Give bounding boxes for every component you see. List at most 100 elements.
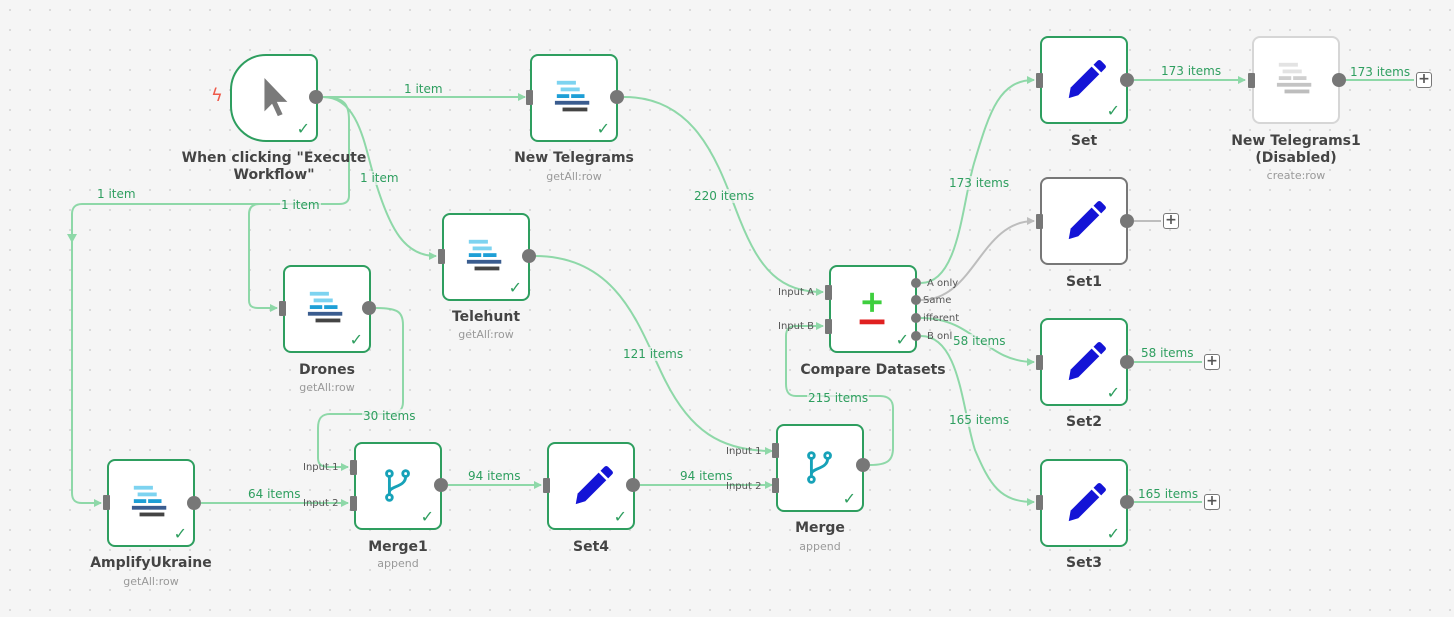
set4-output-port[interactable] <box>626 478 640 492</box>
set-input-port[interactable] <box>1036 73 1043 88</box>
port-label-merge1-input1: Input 1 <box>303 462 339 473</box>
new-telegrams1-add-node-button[interactable]: + <box>1416 72 1432 88</box>
new-telegrams-input-port[interactable] <box>526 90 533 105</box>
node-title-trigger: When clicking "Execute Workflow" <box>181 150 367 183</box>
checkmark-icon: ✓ <box>596 119 610 138</box>
merge-output-port[interactable] <box>856 458 870 472</box>
merge-icon <box>385 469 410 502</box>
set4-input-port[interactable] <box>543 478 550 493</box>
trigger-output-port[interactable] <box>309 90 323 104</box>
port-label-compare-b-only: B onl <box>927 331 953 342</box>
compare-output-different-port[interactable] <box>911 313 921 323</box>
node-drones[interactable]: ✓ <box>283 265 371 353</box>
set1-add-node-button[interactable]: + <box>1163 213 1179 229</box>
node-subtitle-new-telegrams: getAll:row <box>546 170 602 183</box>
amplify-output-port[interactable] <box>187 496 201 510</box>
set3-input-port[interactable] <box>1036 495 1043 510</box>
set3-add-node-button[interactable]: + <box>1204 494 1220 510</box>
edge-trigger-drones <box>248 203 278 312</box>
amplify-input-port[interactable] <box>103 495 110 510</box>
pencil-icon <box>1068 482 1106 522</box>
set2-add-node-button[interactable]: + <box>1204 354 1220 370</box>
node-title-merge1: Merge1 <box>368 539 428 555</box>
port-label-compare-different: ifferent <box>923 313 960 324</box>
node-title-amplify-ukraine: AmplifyUkraine <box>90 555 212 571</box>
port-label-merge-input1: Input 1 <box>726 446 762 457</box>
pencil-icon <box>1068 200 1106 240</box>
set1-input-port[interactable] <box>1036 214 1043 229</box>
drones-output-port[interactable] <box>362 301 376 315</box>
node-telehunt[interactable]: ✓ <box>442 213 530 301</box>
merge-icon <box>807 451 832 484</box>
new-telegrams-output-port[interactable] <box>610 90 624 104</box>
table-icon <box>1276 62 1312 94</box>
node-subtitle-merge1: append <box>377 557 419 570</box>
merge1-input2-port[interactable] <box>350 496 357 511</box>
set2-input-port[interactable] <box>1036 355 1043 370</box>
set3-output-port[interactable] <box>1120 495 1134 509</box>
table-icon <box>466 239 502 271</box>
compare-icon <box>859 292 885 325</box>
node-title-set3: Set3 <box>1065 555 1102 571</box>
merge-input2-port[interactable] <box>772 478 779 493</box>
node-set2[interactable]: ✓ <box>1040 318 1128 406</box>
edge-label-set3-out: 165 items <box>1137 487 1200 501</box>
merge1-output-port[interactable] <box>434 478 448 492</box>
compare-output-a-only-port[interactable] <box>911 278 921 288</box>
set2-output-port[interactable] <box>1120 355 1134 369</box>
edge-compare-set1 <box>920 217 1035 301</box>
node-trigger[interactable]: ✓ <box>230 54 318 142</box>
node-set[interactable]: ✓ <box>1040 36 1128 124</box>
node-set4[interactable]: ✓ <box>547 442 635 530</box>
compare-output-same-port[interactable] <box>911 295 921 305</box>
node-compare-datasets[interactable]: ✓ <box>829 265 917 353</box>
node-subtitle-merge: append <box>799 540 841 553</box>
edge-label-compare-set2: 58 items <box>952 334 1007 348</box>
compare-output-b-only-port[interactable] <box>911 331 921 341</box>
amplify-entry-arrowhead <box>67 234 77 243</box>
port-label-merge-input2: Input 2 <box>726 481 762 492</box>
drones-input-port[interactable] <box>279 301 286 316</box>
node-set1[interactable] <box>1040 177 1128 265</box>
edge-merge-compare <box>785 322 894 466</box>
node-title-telehunt: Telehunt <box>451 309 521 325</box>
telehunt-input-port[interactable] <box>438 249 445 264</box>
checkmark-icon: ✓ <box>173 524 187 543</box>
edge-label-set4-merge: 94 items <box>679 469 734 483</box>
edge-label-merge1-set4: 94 items <box>467 469 522 483</box>
new-telegrams1-input-port[interactable] <box>1248 73 1255 88</box>
node-new-telegrams[interactable]: ✓ <box>530 54 618 142</box>
node-merge[interactable]: ✓ <box>776 424 864 512</box>
set-output-port[interactable] <box>1120 73 1134 87</box>
edge-label-merge-compare: 215 items <box>807 391 870 405</box>
port-label-compare-same: Same <box>923 295 952 306</box>
table-icon <box>554 80 590 112</box>
telehunt-output-port[interactable] <box>522 249 536 263</box>
edge-telehunt-merge <box>534 255 773 455</box>
port-label-compare-input-b: Input B <box>778 321 814 332</box>
node-title-set2: Set2 <box>1065 414 1102 430</box>
node-merge1[interactable]: ✓ <box>354 442 442 530</box>
merge-input1-port[interactable] <box>772 443 779 458</box>
node-amplify-ukraine[interactable]: ✓ <box>107 459 195 547</box>
edge-label-new-telegrams1-out: 173 items <box>1349 65 1412 79</box>
node-set3[interactable]: ✓ <box>1040 459 1128 547</box>
compare-input-b-port[interactable] <box>825 319 832 334</box>
edge-label-new-telegrams-compare: 220 items <box>693 189 756 203</box>
node-new-telegrams1[interactable] <box>1252 36 1340 124</box>
edge-label-set-new-telegrams1: 173 items <box>1160 64 1223 78</box>
set1-output-port[interactable] <box>1120 214 1134 228</box>
node-title-set: Set <box>1070 133 1098 149</box>
checkmark-icon: ✓ <box>1106 383 1120 402</box>
edge-drones-merge1 <box>317 307 404 471</box>
merge1-input1-port[interactable] <box>350 460 357 475</box>
checkmark-icon: ✓ <box>420 507 434 526</box>
node-title-new-telegrams: New Telegrams <box>514 150 634 166</box>
node-subtitle-new-telegrams1: create:row <box>1266 169 1326 182</box>
node-title-set4: Set4 <box>572 539 609 555</box>
new-telegrams1-output-port[interactable] <box>1332 73 1346 87</box>
edge-label-trigger-amplify: 1 item <box>96 187 137 201</box>
lightning-icon: ϟ <box>211 85 223 106</box>
compare-input-a-port[interactable] <box>825 285 832 300</box>
pencil-icon <box>575 465 613 505</box>
